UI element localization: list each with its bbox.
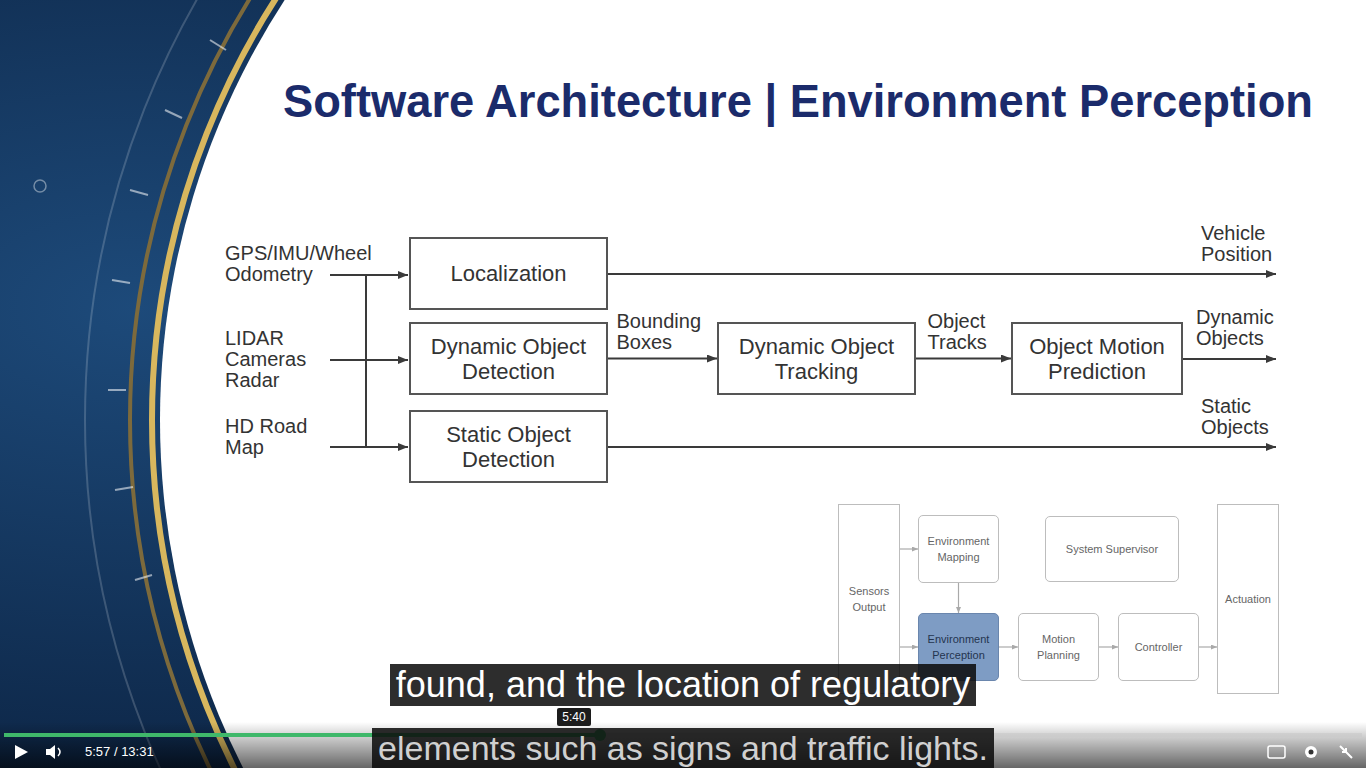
subtitle-line: elements such as signs and traffic light… [372,728,994,768]
module-box: Controller [1118,613,1199,681]
slide-disc [160,0,1366,768]
gauge-ticks [108,40,226,580]
volume-wave [58,748,60,756]
box-text: Motion Planning [1022,631,1095,663]
process-box: Static Object Detection [409,410,608,483]
output-wire [608,446,1276,448]
bronze-ring [130,0,1366,768]
input-wire [330,359,408,361]
input-bus [365,275,367,447]
box-text: Object Motion Prediction [1019,334,1175,384]
input-wire [330,446,408,448]
output-wire [1183,358,1276,360]
time-display: 5:57 / 13:31 [85,744,154,760]
output-wire [608,273,1276,275]
module-box: Environment Mapping [918,515,999,583]
box-text: Static Object Detection [417,422,600,472]
output-label: Vehicle Position [1201,223,1283,265]
edge-label: Bounding Boxes [617,311,709,353]
box-text: Controller [1135,639,1183,655]
volume-icon [46,745,55,759]
input-label: LIDAR Cameras Radar [225,328,320,391]
connector-arrow [1199,646,1217,647]
time-tooltip: 5:40 [557,708,590,726]
control-shade [0,722,1366,768]
input-label: HD Road Map [225,416,320,458]
box-text: Sensors Output [842,583,896,615]
box-text: Actuation [1225,591,1271,607]
settings-hole [1309,750,1314,755]
output-label: Static Objects [1201,396,1283,438]
box-text: Environment Perception [922,631,995,663]
box-text: Environment Mapping [922,533,995,565]
captions-icon [1268,746,1285,758]
output-label: Dynamic Objects [1196,307,1286,349]
box-text: Dynamic Object Tracking [725,334,908,384]
connector-arrow [900,646,918,647]
process-box: Object Motion Prediction [1011,322,1183,395]
connector-arrow [1099,646,1118,647]
exit-fullscreen-icon [1340,746,1352,758]
connector-arrow [999,646,1018,647]
subtitle-line: found, and the location of regulatory [390,664,976,706]
play-icon [15,745,28,759]
module-box: Motion Planning [1018,613,1099,681]
edge-label: Object Tracks [928,311,1000,353]
input-wire [330,274,408,276]
module-box: System Supervisor [1045,516,1179,582]
outer-ring [85,0,1366,768]
process-box: Localization [409,237,608,310]
box-text: Localization [450,261,566,286]
connector-arrow [958,583,959,613]
tall-block: Actuation [1217,504,1279,694]
gauge-dot [34,180,46,192]
slide-title: Software Architecture | Environment Perc… [283,74,1313,128]
process-box: Dynamic Object Tracking [717,322,916,395]
connector-arrow [900,548,918,549]
box-text: System Supervisor [1066,541,1158,557]
gold-ring [152,0,1366,768]
settings-icon [1305,746,1317,758]
process-box: Dynamic Object Detection [409,322,608,395]
input-label: GPS/IMU/Wheel Odometry [225,243,385,285]
connector-arrow [608,358,717,360]
connector-arrow [916,358,1011,360]
box-text: Dynamic Object Detection [417,334,600,384]
